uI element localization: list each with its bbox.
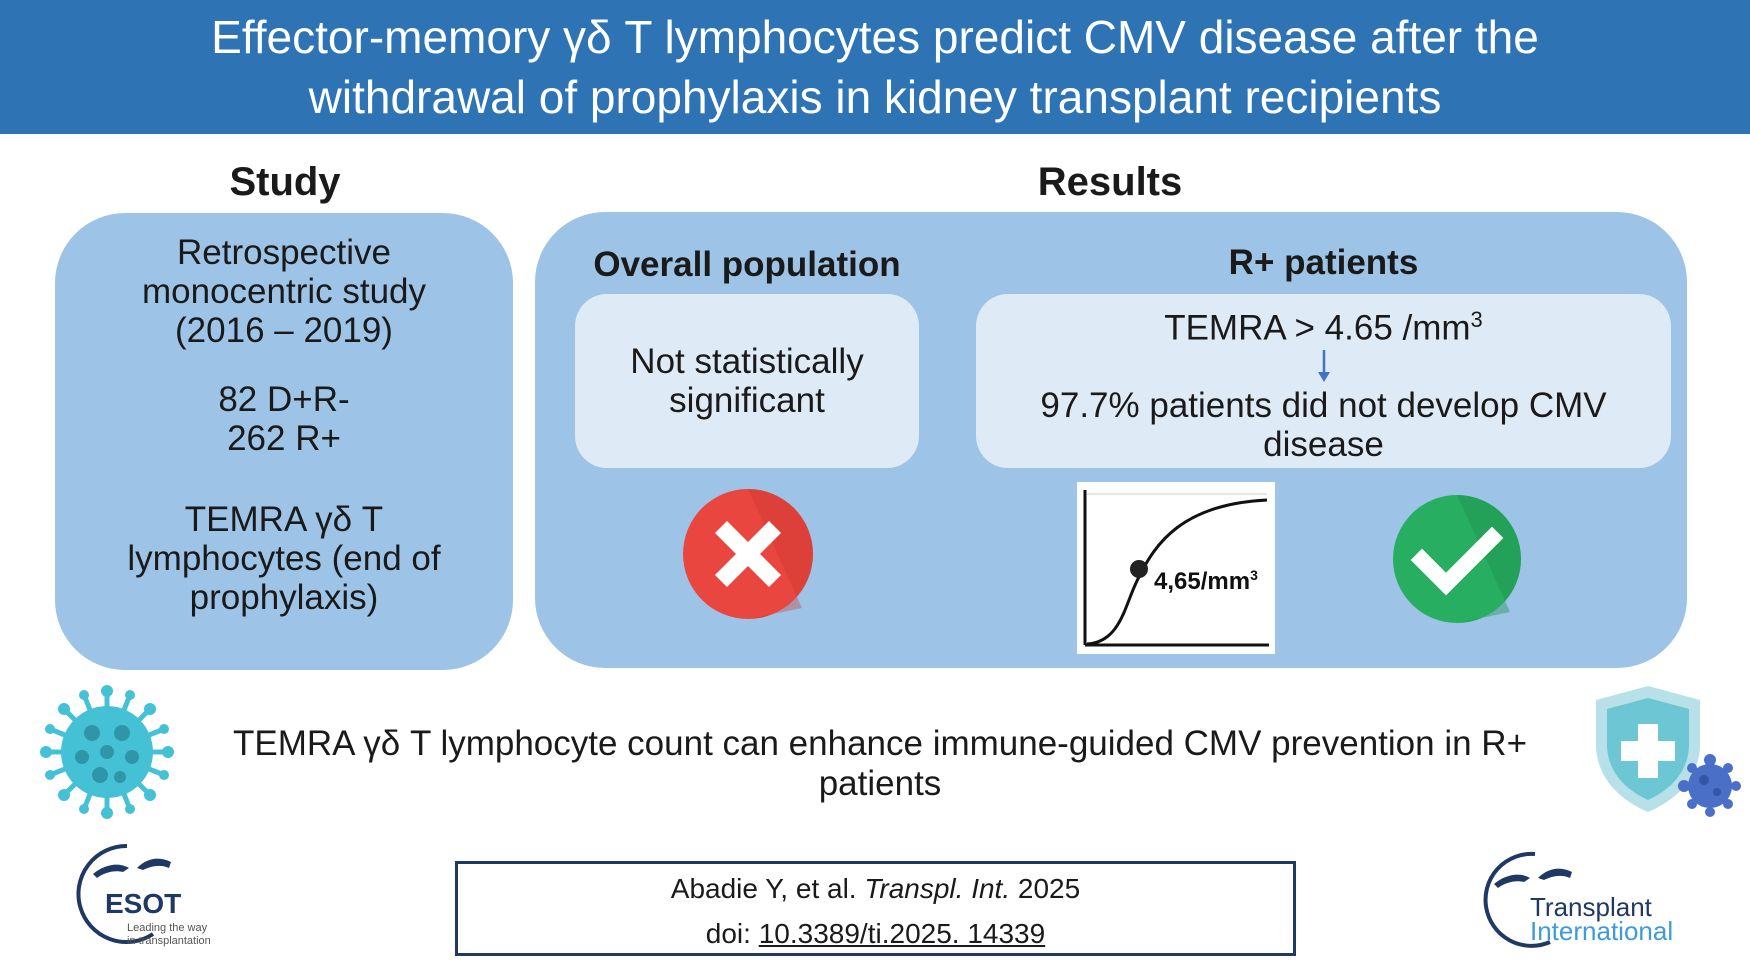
esot-logo-emblem bbox=[76, 843, 171, 944]
threshold-text: TEMRA > 4.65 /mm3 bbox=[1164, 300, 1483, 348]
esot-logo: ESOT Leading the way in transplantation bbox=[75, 840, 235, 955]
transplant-international-logo: Transplant International bbox=[1480, 848, 1695, 953]
conclusion-line: patients bbox=[818, 764, 942, 803]
study-design-line: Retrospective bbox=[177, 233, 391, 272]
results-title: Results bbox=[1037, 160, 1183, 204]
arrow-down-icon bbox=[1317, 349, 1330, 382]
study-panel: Retrospective monocentric study (2016 – … bbox=[55, 213, 513, 670]
citation-authors: Abadie Y, et al. bbox=[670, 873, 857, 904]
citation-journal: Transpl. Int. bbox=[864, 873, 1011, 904]
sigmoid-curve-graphic: 4,65/mm3 bbox=[1083, 490, 1269, 647]
threshold-sup: 3 bbox=[1470, 307, 1483, 332]
virus-icon bbox=[40, 685, 174, 819]
curve-label-sup: 3 bbox=[1250, 567, 1258, 583]
marker-line: lymphocytes (end of bbox=[127, 539, 441, 578]
header-title-line1: Effector-memory γδ T lymphocytes predict… bbox=[211, 11, 1539, 63]
marker-line: prophylaxis) bbox=[189, 578, 379, 617]
threshold-curve-card: 4,65/mm3 bbox=[1077, 482, 1275, 654]
rplus-finding-box: TEMRA > 4.65 /mm3 97.7% patients did not… bbox=[976, 294, 1671, 468]
cross-icon bbox=[683, 489, 813, 619]
study-marker: TEMRA γδ T lymphocytes (end of prophylax… bbox=[55, 500, 513, 617]
conclusion-line: TEMRA γδ T lymphocyte count can enhance … bbox=[232, 724, 1528, 763]
cohort-line: 82 D+R- bbox=[218, 380, 350, 419]
study-design-line: (2016 – 2019) bbox=[175, 311, 393, 350]
ti-logo-emblem bbox=[1483, 851, 1572, 948]
header-banner: Effector-memory γδ T lymphocytes predict… bbox=[0, 0, 1750, 134]
threshold-prefix: TEMRA > 4.65 /mm bbox=[1164, 308, 1471, 348]
study-title: Study bbox=[229, 160, 341, 204]
overall-finding-box: Not statistically significant bbox=[575, 294, 919, 468]
study-design: Retrospective monocentric study (2016 – … bbox=[55, 233, 513, 350]
header-title-line2: withdrawal of prophylaxis in kidney tran… bbox=[308, 71, 1442, 123]
esot-name: ESOT bbox=[105, 888, 182, 919]
outcome-line: disease bbox=[1263, 424, 1384, 464]
study-design-line: monocentric study bbox=[141, 272, 427, 311]
shield-medical-icon bbox=[1596, 686, 1741, 817]
esot-tagline-line: Leading the way bbox=[127, 922, 208, 934]
svg-text:4,65/mm3: 4,65/mm3 bbox=[1154, 567, 1258, 595]
outcome-line: 97.7% patients did not develop CMV bbox=[1040, 385, 1607, 425]
checkmark-icon bbox=[1393, 495, 1521, 623]
citation-line: Abadie Y, et al. Transpl. Int. 2025 bbox=[458, 866, 1293, 911]
curve-label: 4,65/mm bbox=[1154, 568, 1250, 595]
doi-line: doi: 10.3389/ti.2025. 14339 bbox=[458, 911, 1293, 956]
study-cohort: 82 D+R- 262 R+ bbox=[55, 380, 513, 458]
overall-finding-line: Not statistically bbox=[630, 342, 864, 381]
rplus-patients-label: R+ patients bbox=[1228, 243, 1419, 282]
esot-tagline-line: in transplantation bbox=[127, 935, 211, 947]
doi-label: doi: bbox=[705, 918, 751, 949]
esot-tagline: Leading the way in transplantation bbox=[127, 922, 211, 948]
ti-line1: Transplant bbox=[1530, 892, 1652, 922]
citation-box: Abadie Y, et al. Transpl. Int. 2025 doi:… bbox=[455, 861, 1296, 956]
marker-line: TEMRA γδ T bbox=[184, 500, 384, 539]
doi-link[interactable]: 10.3389/ti.2025. 14339 bbox=[758, 918, 1046, 949]
cohort-line: 262 R+ bbox=[227, 419, 341, 458]
overall-finding-line: significant bbox=[669, 381, 825, 420]
overall-population-label: Overall population bbox=[593, 245, 901, 284]
citation-year: 2025 bbox=[1017, 873, 1081, 904]
conclusion-text: TEMRA γδ T lymphocyte count can enhance … bbox=[190, 724, 1570, 804]
ti-line2: International bbox=[1530, 916, 1674, 946]
